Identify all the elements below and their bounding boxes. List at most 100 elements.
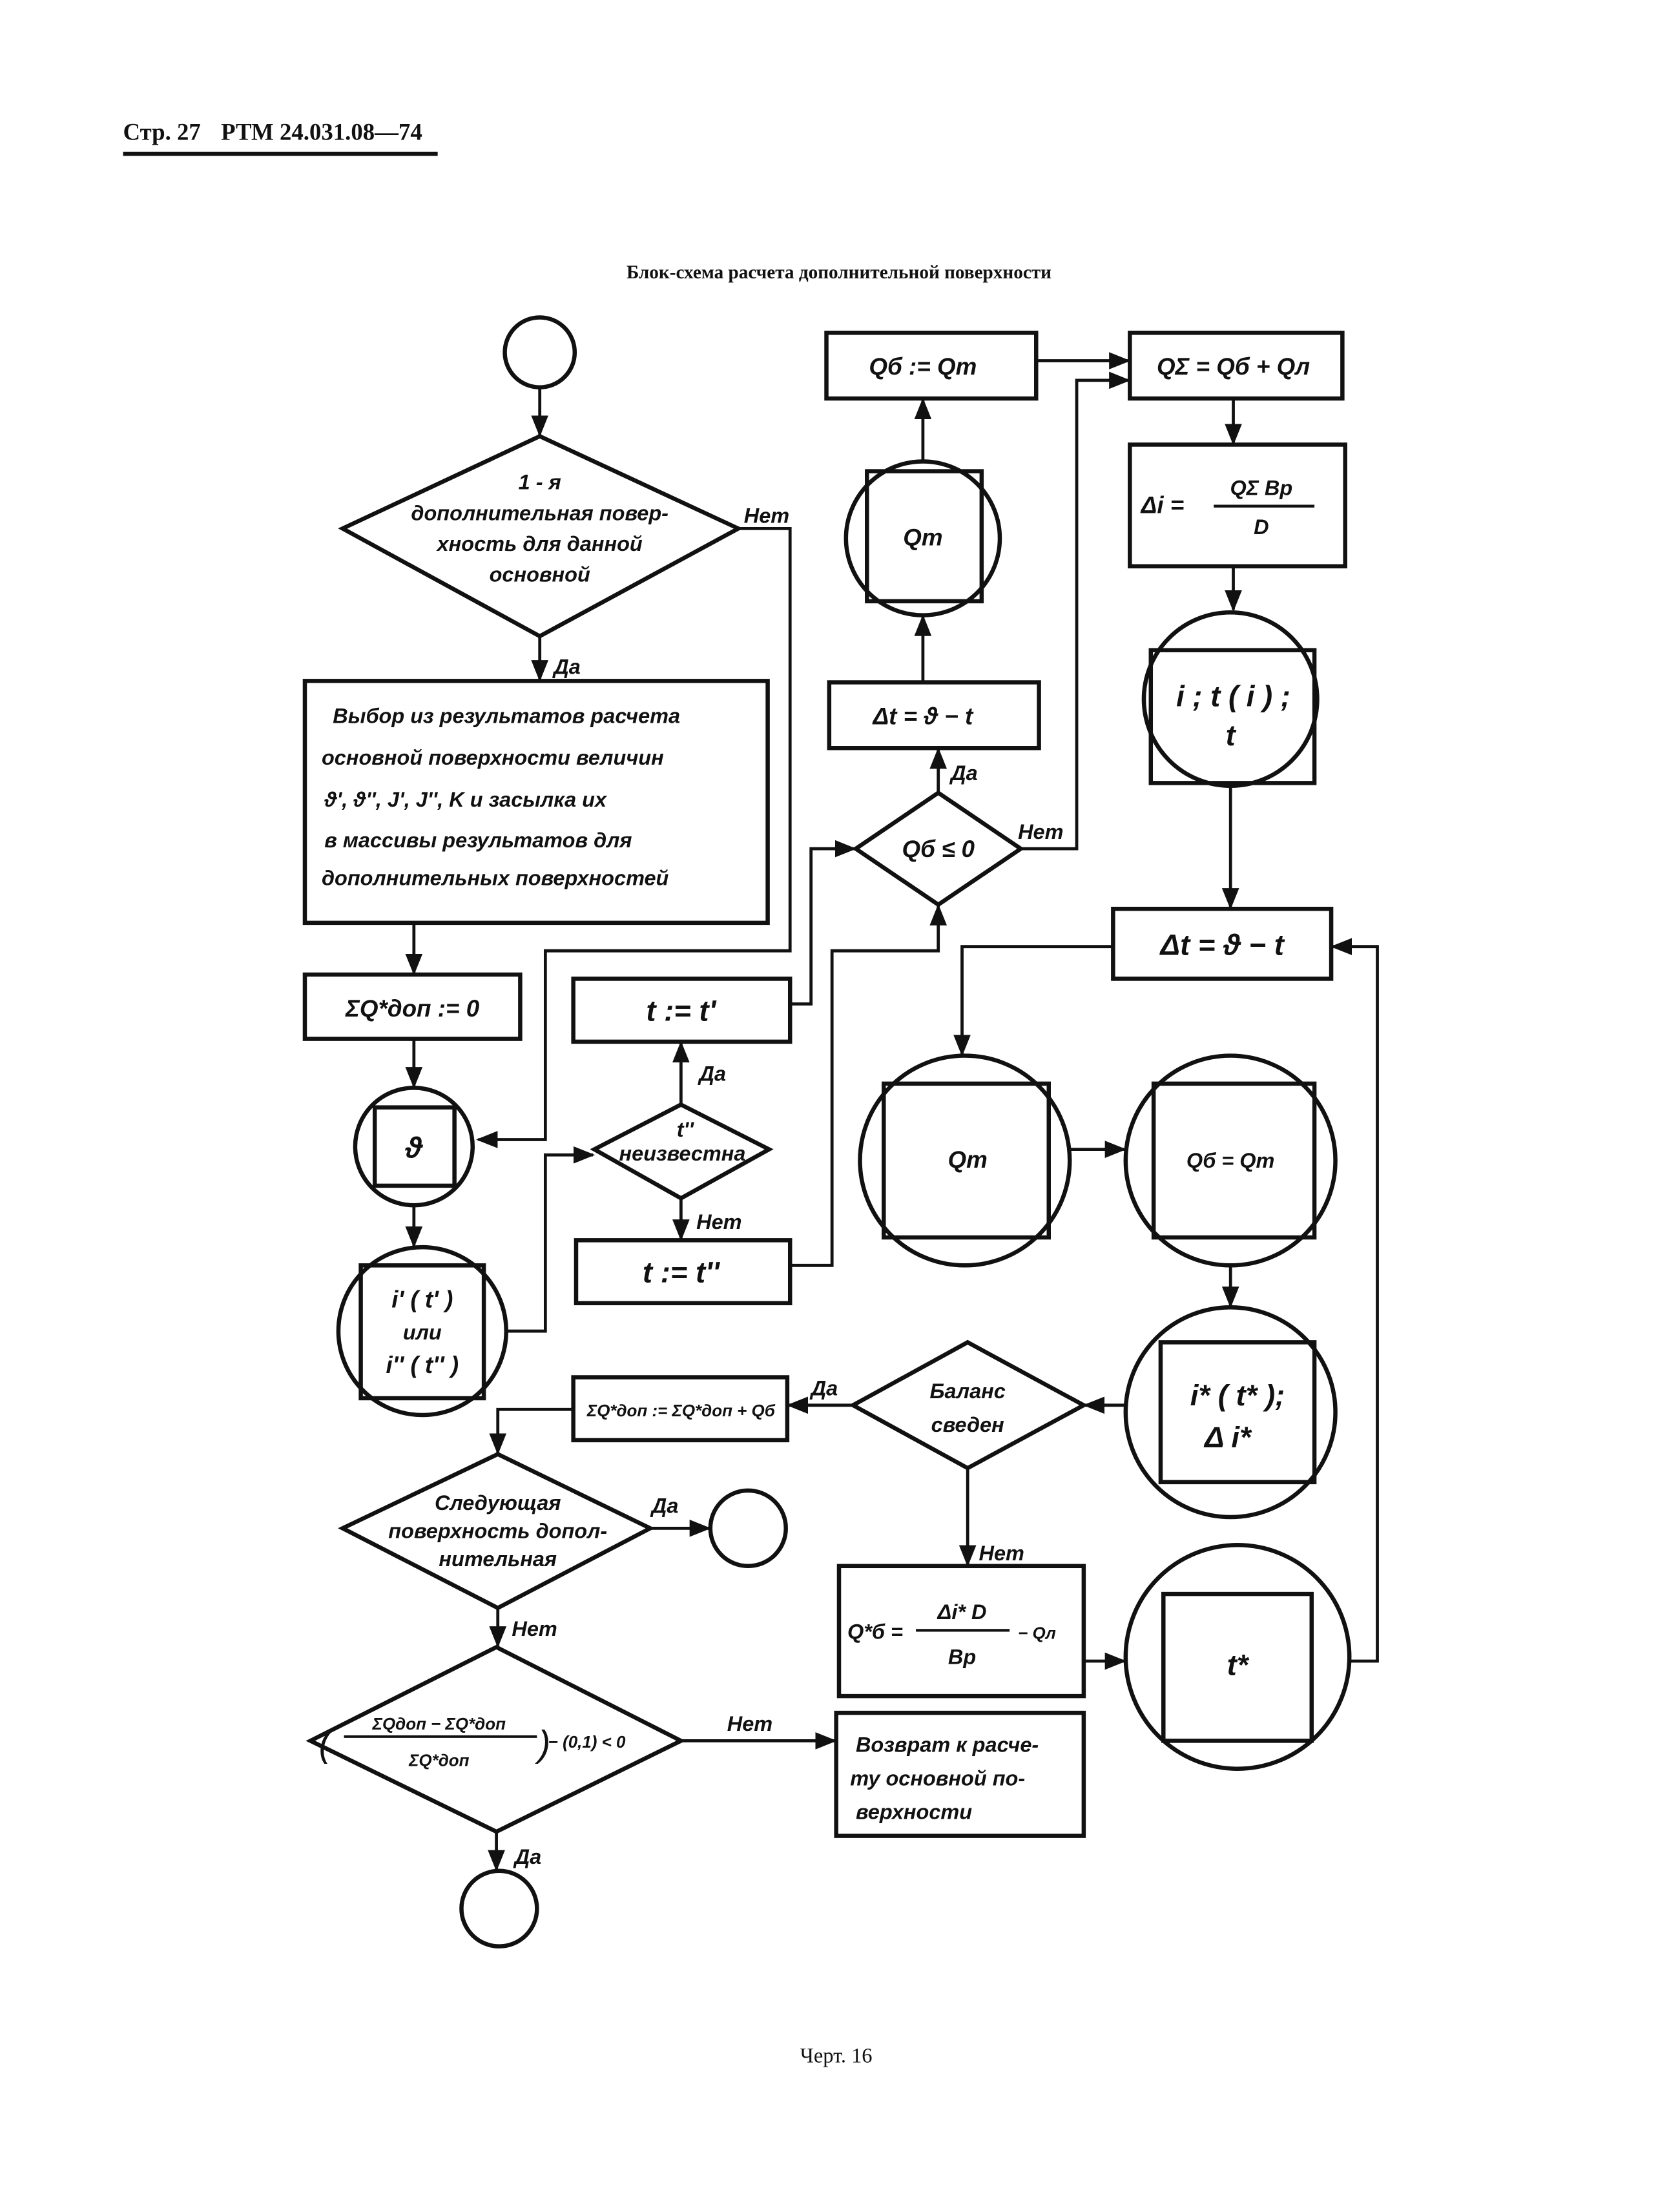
edge-label-yes: Да	[552, 656, 581, 679]
svg-text:t*: t*	[1227, 1649, 1250, 1682]
svg-text:Возврат к расче-: Возврат к расче-	[856, 1733, 1039, 1757]
svg-text:Qб := Qт: Qб := Qт	[869, 353, 977, 380]
svg-text:ϑ: ϑ	[404, 1132, 423, 1164]
svg-text:QΣ = Qб + Qл: QΣ = Qб + Qл	[1157, 353, 1310, 380]
process-qb-eq-qt-top: Qб := Qт	[824, 331, 1039, 401]
svg-text:t := t'': t := t''	[643, 1256, 721, 1288]
svg-text:i* ( t* );: i* ( t* );	[1190, 1379, 1285, 1412]
svg-text:Баланс: Баланс	[929, 1380, 1005, 1403]
process-q-sigma: QΣ = Qб + Qл	[1128, 331, 1345, 401]
edge-label-no: Нет	[979, 1542, 1024, 1565]
svg-text:ΣQ*доп: ΣQ*доп	[408, 1750, 470, 1770]
edge-label-no: Нет	[727, 1712, 772, 1735]
svg-text:t := t': t := t'	[646, 994, 717, 1027]
edge	[1020, 371, 1131, 851]
subroutine-i-of-t: i' ( t' ) или i'' ( t'' )	[336, 1245, 508, 1418]
svg-text:Δt = ϑ − t: Δt = ϑ − t	[871, 703, 974, 729]
document-code: РТМ 24.031.08—74	[221, 118, 422, 145]
svg-text:нительная: нительная	[439, 1547, 557, 1571]
edge	[953, 945, 1113, 1057]
subroutine-t-star: t*	[1123, 1543, 1352, 1771]
svg-text:QΣ Bp: QΣ Bp	[1230, 476, 1292, 499]
svg-text:i'' ( t'' ): i'' ( t'' )	[386, 1352, 459, 1378]
process-select-results: Выбор из результатов расчета основной по…	[302, 679, 770, 925]
subroutine-theta: ϑ	[353, 1086, 475, 1208]
edge-label-yes: Да	[949, 761, 978, 785]
subroutine-i-t-i: i ; t ( i ) ; t	[1141, 610, 1320, 788]
page-number: Стр. 27	[123, 118, 201, 145]
process-delta-i: Δi = QΣ Bp D	[1128, 442, 1347, 569]
svg-text:1 - я: 1 - я	[519, 471, 561, 494]
edge-label-no: Нет	[1018, 820, 1063, 843]
subroutine-qb-eq-qt-mid: Qб = Qт	[1123, 1053, 1338, 1268]
edge	[790, 904, 948, 1267]
terminal-return: Возврат к расче- ту основной по- верхнос…	[834, 1710, 1086, 1838]
svg-text:верхности: верхности	[856, 1801, 972, 1824]
svg-text:t: t	[1226, 719, 1237, 752]
process-dt-right: Δt = ϑ − t	[1111, 906, 1334, 981]
svg-text:ΣQдоп − ΣQ*доп: ΣQдоп − ΣQ*доп	[372, 1714, 506, 1733]
svg-text:Следующая: Следующая	[435, 1491, 561, 1514]
svg-text:ϑ', ϑ'', J', J'', K и засылка: ϑ', ϑ'', J', J'', K и засылка их	[324, 788, 608, 811]
process-t-eq-t2: t := t''	[574, 1238, 792, 1306]
edge-label-yes: Да	[650, 1494, 679, 1518]
svg-text:дополнительная повер-: дополнительная повер-	[411, 501, 668, 524]
process-dt-top: Δt = ϑ − t	[827, 680, 1041, 750]
edge-label-yes: Да	[809, 1377, 838, 1400]
svg-text:сведен: сведен	[931, 1413, 1004, 1436]
decision-next-surface: Следующая поверхность допол- нительная	[338, 1451, 655, 1611]
svg-text:Qб ≤ 0: Qб ≤ 0	[902, 836, 975, 862]
svg-text:дополнительных поверхностей: дополнительных поверхностей	[322, 866, 669, 889]
decision-convergence: ( ) ΣQдоп − ΣQ*доп ΣQ*доп − (0,1) < 0	[306, 1644, 686, 1834]
decision-first-surface: 1 - я дополнительная повер- хность для д…	[338, 433, 743, 639]
svg-text:i' ( t' ): i' ( t' )	[391, 1286, 453, 1312]
svg-text:Δi =: Δi =	[1140, 492, 1185, 519]
svg-text:t'': t''	[677, 1118, 695, 1141]
figure-caption: Черт. 16	[800, 2044, 873, 2067]
svg-text:Qт: Qт	[903, 524, 942, 550]
svg-text:основной поверхности величин: основной поверхности величин	[322, 746, 664, 769]
svg-text:ту основной по-: ту основной по-	[850, 1767, 1025, 1790]
svg-text:хность для данной: хность для данной	[436, 532, 643, 555]
svg-text:ΣQ*доп := 0: ΣQ*доп := 0	[345, 995, 480, 1022]
edge	[489, 1407, 574, 1455]
connector-terminal	[708, 1488, 788, 1569]
svg-text:основной: основной	[490, 563, 590, 586]
edge-label-no: Нет	[696, 1210, 741, 1234]
subroutine-i-star: i* ( t* ); Δ i*	[1123, 1305, 1338, 1520]
edge	[506, 1146, 596, 1333]
svg-text:Q*б =: Q*б =	[847, 1620, 903, 1643]
edge	[476, 526, 792, 1148]
edge	[1330, 938, 1379, 1663]
svg-text:Δt = ϑ − t: Δt = ϑ − t	[1159, 929, 1285, 962]
process-sum-zero: ΣQ*доп := 0	[302, 972, 523, 1041]
decision-t2-unknown: t'' неизвестна	[590, 1102, 774, 1201]
svg-text:− Qл: − Qл	[1018, 1623, 1056, 1642]
svg-text:ΣQ*доп := ΣQ*доп + Qб: ΣQ*доп := ΣQ*доп + Qб	[586, 1401, 776, 1420]
svg-text:Qт: Qт	[948, 1146, 988, 1173]
svg-text:Qб = Qт: Qб = Qт	[1186, 1149, 1275, 1172]
svg-text:− (0,1) < 0: − (0,1) < 0	[548, 1732, 626, 1752]
svg-text:D: D	[1254, 515, 1269, 539]
svg-text:или: или	[403, 1321, 442, 1344]
decision-qb-le-zero: Qб ≤ 0	[852, 790, 1025, 907]
svg-text:Δ i*: Δ i*	[1203, 1421, 1252, 1454]
start-terminal	[502, 315, 577, 389]
subroutine-qt-top: Qт	[844, 459, 1002, 617]
svg-text:неизвестна: неизвестна	[619, 1142, 746, 1165]
svg-text:Bp: Bp	[948, 1645, 976, 1668]
process-qb-star: Q*б = Δi* D Bp − Qл	[836, 1564, 1086, 1699]
process-sum-update: ΣQ*доп := ΣQ*доп + Qб	[571, 1375, 790, 1443]
diagram-title: Блок-схема расчета дополнительной поверх…	[627, 262, 1051, 283]
svg-text:i ; t ( i ) ;: i ; t ( i ) ;	[1176, 679, 1290, 712]
svg-text:Δi* D: Δi* D	[937, 1600, 987, 1624]
edge	[790, 840, 857, 1006]
svg-text:поверхность допол-: поверхность допол-	[388, 1519, 607, 1542]
end-terminal	[459, 1868, 539, 1948]
subroutine-qt-mid: Qт	[858, 1053, 1072, 1268]
edge-label-yes: Да	[513, 1845, 542, 1868]
decision-balance: Баланс сведен	[848, 1339, 1088, 1471]
svg-text:Выбор из результатов расчета: Выбор из результатов расчета	[333, 704, 680, 727]
edge-label-no: Нет	[744, 504, 789, 528]
